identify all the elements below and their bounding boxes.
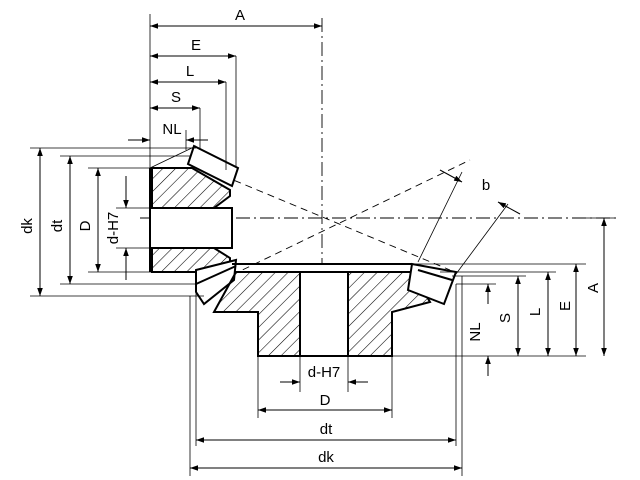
right-E-label: E xyxy=(557,301,574,311)
top-NL-label: NL xyxy=(162,121,181,138)
top-E-label: E xyxy=(191,37,201,54)
large-gear-tooth-right xyxy=(406,262,458,306)
left-dt-label: dt xyxy=(49,219,66,232)
face-width-dimension: b xyxy=(417,169,521,275)
pinion-tooth-upper xyxy=(186,144,240,188)
bottom-dt-label: dt xyxy=(320,421,333,438)
top-A-label: A xyxy=(235,7,245,24)
pinion-bore xyxy=(149,207,233,249)
bottom-D-label: D xyxy=(320,392,331,409)
face-width-b-label: b xyxy=(482,177,490,194)
large-gear-bore xyxy=(299,271,349,357)
bottom-dimensions: d-H7 D dt dk xyxy=(189,276,463,476)
left-dH7-label: d-H7 xyxy=(105,212,122,245)
right-A-label: A xyxy=(585,283,602,293)
left-D-label: D xyxy=(77,220,94,231)
top-S-label: S xyxy=(171,89,181,106)
right-dimensions: NL S L E A xyxy=(392,217,614,376)
bottom-dk-label: dk xyxy=(318,449,334,466)
left-dimensions: dk dt D d-H7 xyxy=(19,147,204,297)
left-dk-label: dk xyxy=(19,218,36,234)
right-L-label: L xyxy=(527,308,544,316)
bottom-dH7-label: d-H7 xyxy=(308,364,341,381)
pinion-gear xyxy=(149,144,240,306)
right-NL-label: NL xyxy=(467,322,484,341)
right-S-label: S xyxy=(497,313,514,323)
top-dimensions: A E L S NL xyxy=(128,7,322,170)
large-gear xyxy=(212,262,458,357)
top-L-label: L xyxy=(186,63,194,80)
